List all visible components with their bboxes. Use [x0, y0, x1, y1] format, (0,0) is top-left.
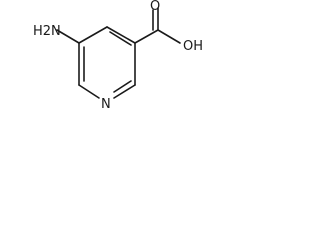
ring-bond-c3-c4 [106, 26, 136, 44]
structure-canvas: H2N N O OH [0, 0, 214, 138]
amino-label: H2N [33, 24, 61, 39]
hydroxyl-bond [157, 29, 181, 44]
carboxyl-bond [134, 29, 159, 44]
amino-bond [56, 29, 80, 44]
chemical-structure-diagram: H2N N O OH [33, 0, 203, 112]
ring-bond-c1-c2 [78, 26, 108, 44]
carbonyl-oxygen-label: O [150, 0, 160, 14]
ring-bond-c5-n1-double [113, 80, 132, 93]
ring-nitrogen-label: N [101, 97, 111, 112]
hydroxyl-label: OH [183, 39, 203, 54]
ring-bond-n1-c6 [78, 84, 100, 99]
ring-bond-c4-c4a-double [109, 31, 132, 46]
ring-bond-c5-n1 [113, 84, 136, 99]
